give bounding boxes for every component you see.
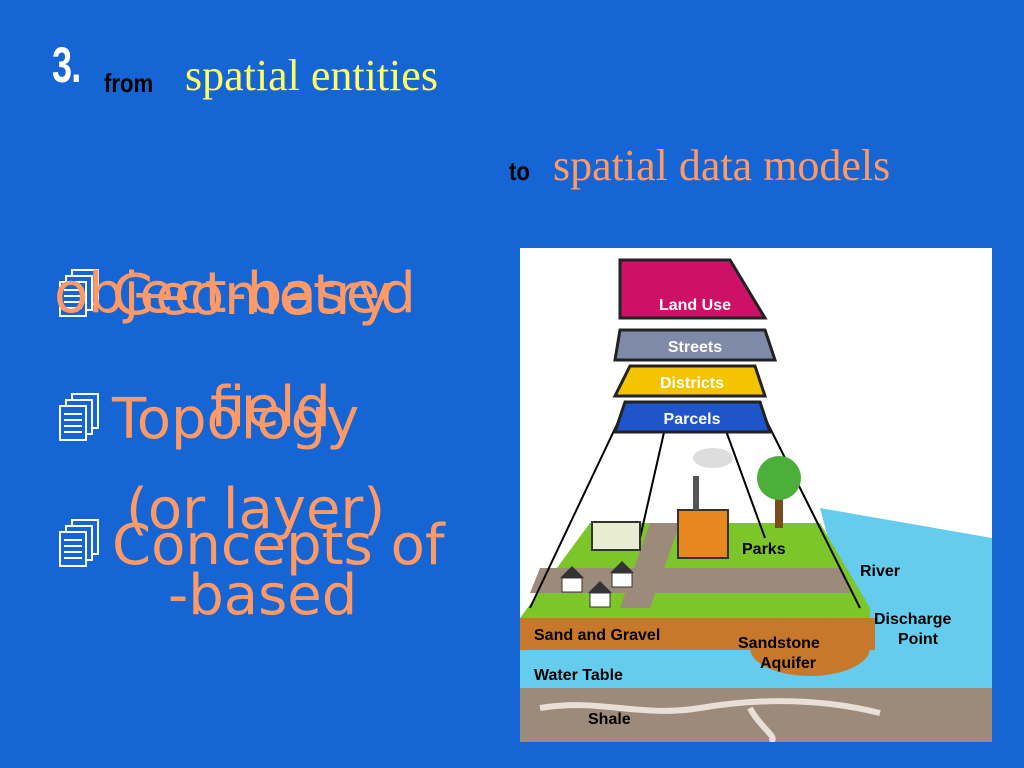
overlay-or-layer: (or layer) [126, 477, 386, 542]
label-river: River [860, 563, 900, 580]
bullet-topology: Topology [112, 387, 360, 452]
label-parks: Parks [742, 541, 786, 558]
notes-icon [59, 393, 99, 441]
label-sand-gravel: Sand and Gravel [534, 627, 660, 644]
label-water-table: Water Table [534, 667, 623, 684]
smoke-icon [693, 448, 733, 468]
gis-layers-illustration: Land Use Streets Districts Parcels Parks… [520, 258, 992, 742]
tree-icon [757, 456, 801, 500]
from-label: from [104, 68, 154, 98]
label-aquifer: Aquifer [760, 655, 816, 672]
label-discharge-2: Point [898, 631, 939, 648]
notes-icon [59, 519, 99, 567]
layer-label-parcels: Parcels [664, 411, 721, 428]
overlay-object-based: object-based [54, 261, 416, 326]
factory-icon [677, 509, 729, 559]
bullet-geometry: Geometry [112, 263, 392, 328]
bullet-concepts: Concepts of [112, 513, 445, 578]
parcels-layer [612, 400, 773, 434]
slide-number: 3. [52, 37, 81, 93]
title-entities: spatial entities [185, 51, 438, 100]
overlay-based: -based [168, 563, 358, 628]
gis-layers-diagram: Land Use Streets Districts Parcels Parks… [520, 248, 992, 742]
overlay-field: field [210, 375, 331, 440]
layer-label-land-use: Land Use [659, 297, 731, 314]
layer-label-streets: Streets [668, 339, 722, 356]
districts-layer [612, 364, 768, 398]
building-icon [591, 521, 641, 551]
label-shale: Shale [588, 711, 631, 728]
notes-icon [59, 269, 99, 317]
to-label: to [509, 156, 530, 186]
label-sandstone: Sandstone [738, 635, 820, 652]
title-models: spatial data models [553, 141, 891, 190]
streets-layer [613, 328, 778, 362]
label-discharge-1: Discharge [874, 611, 951, 628]
layer-label-districts: Districts [660, 375, 724, 392]
land-use-layer [618, 258, 768, 320]
